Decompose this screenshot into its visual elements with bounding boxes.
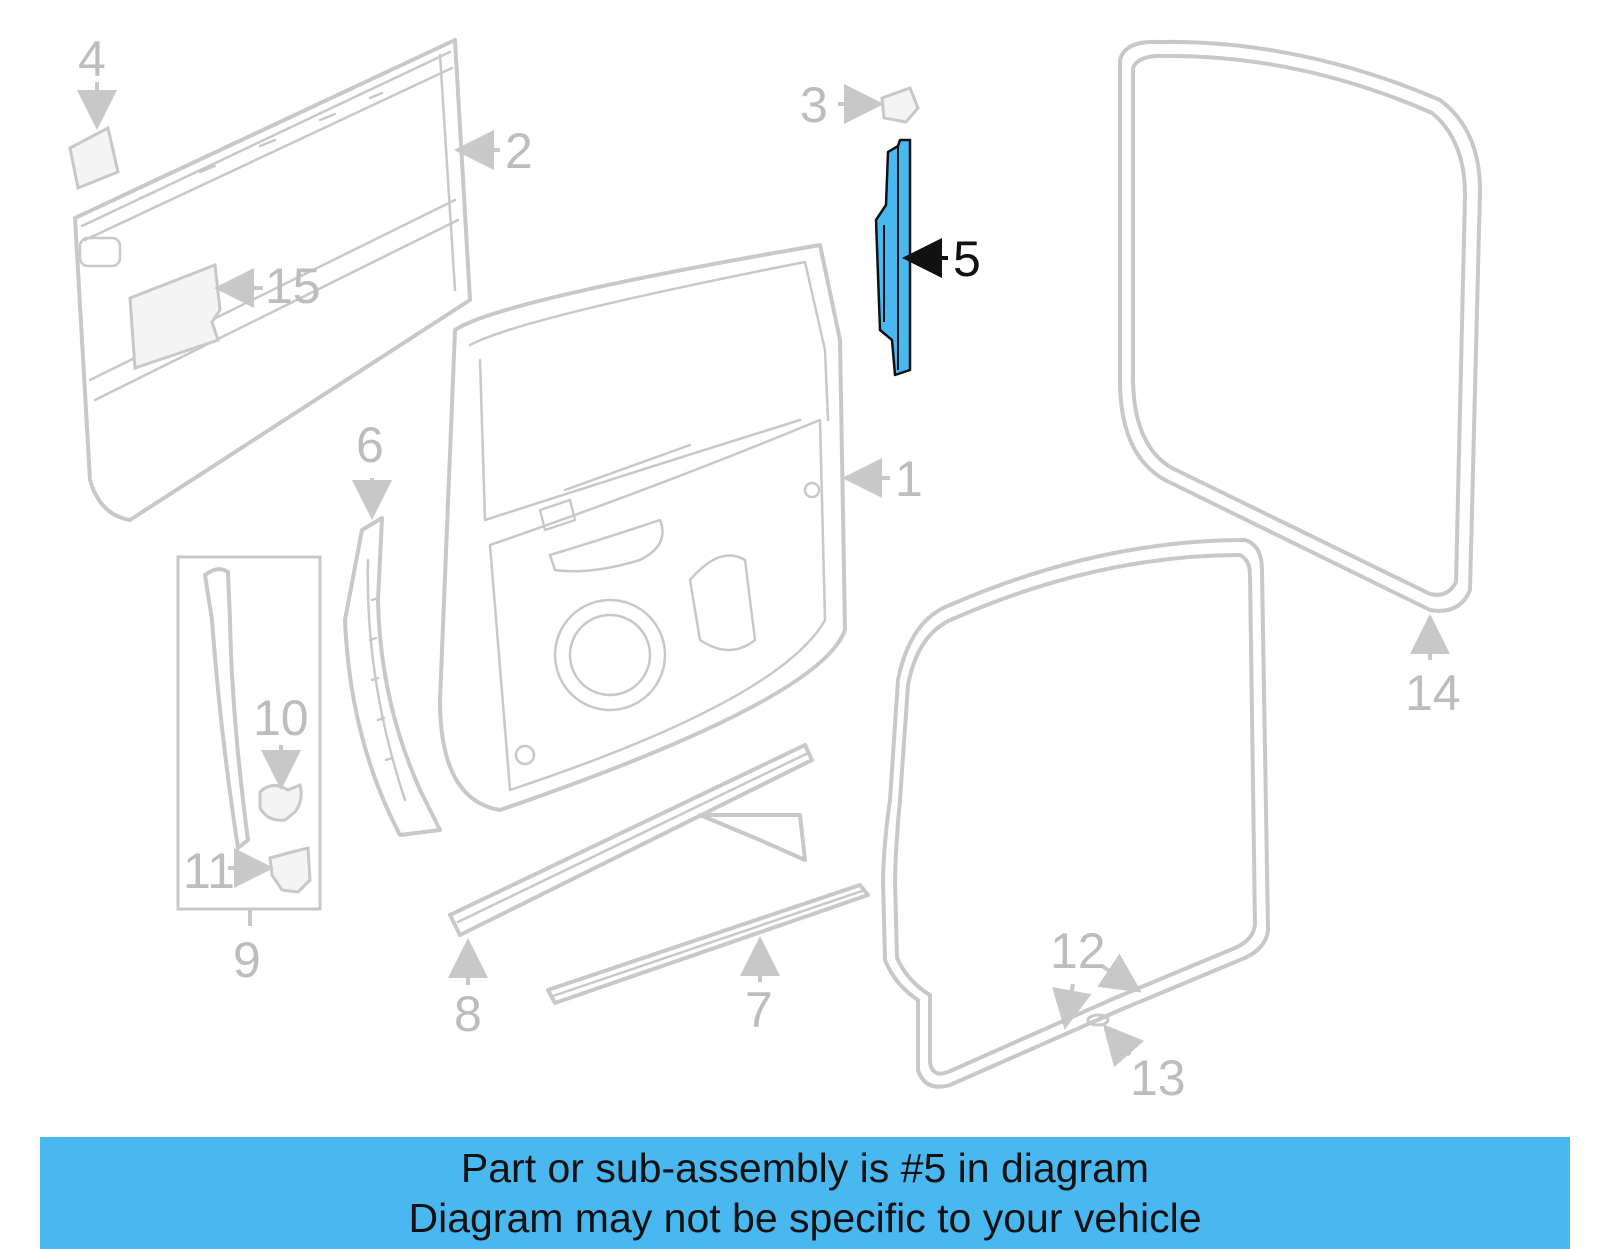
callout-11: 11 — [183, 843, 235, 899]
pad-part-15 — [128, 262, 222, 371]
callout-3: 3 — [800, 77, 828, 133]
callout-8: 8 — [454, 986, 482, 1042]
callout-7: 7 — [745, 982, 773, 1038]
callout-15: 15 — [265, 258, 321, 314]
bracket-part-3 — [880, 86, 920, 124]
callout-9: 9 — [233, 932, 261, 988]
callout-4: 4 — [78, 31, 106, 87]
info-banner: Part or sub-assembly is #5 in diagram Di… — [40, 1137, 1570, 1249]
callout-5: 5 — [953, 231, 981, 287]
callout-12: 12 — [1050, 923, 1106, 979]
callout-6: 6 — [356, 417, 384, 473]
callout-1: 1 — [895, 451, 923, 507]
banner-line-1: Part or sub-assembly is #5 in diagram — [460, 1145, 1150, 1191]
callout-14: 14 — [1405, 665, 1461, 721]
highlighted-part-5 — [874, 138, 912, 377]
channel-part-8 — [448, 743, 814, 937]
door-shell-part — [438, 243, 847, 812]
callout-10: 10 — [253, 690, 309, 746]
weatherstrip-part-14 — [1118, 39, 1482, 613]
callout-13: 13 — [1130, 1050, 1186, 1106]
clip-part-4 — [68, 125, 120, 191]
strip-part-7 — [546, 883, 870, 1005]
weatherstrip-part-12 — [881, 538, 1270, 1089]
banner-line-2: Diagram may not be specific to your vehi… — [408, 1195, 1202, 1241]
leader-lines — [77, 82, 1450, 1068]
callout-2: 2 — [505, 123, 533, 179]
pillar-trim-part-6 — [343, 516, 442, 837]
